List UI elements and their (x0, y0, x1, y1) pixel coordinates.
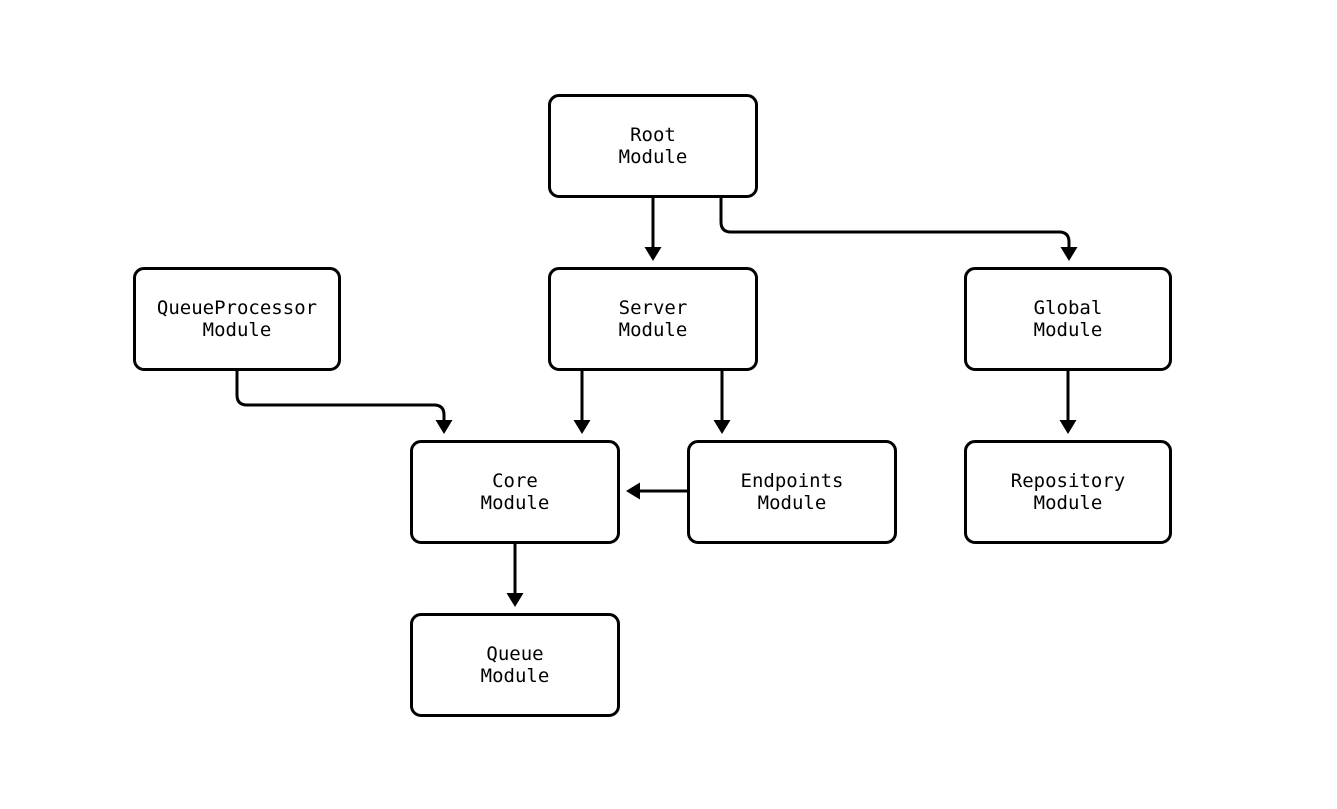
edge-paths (235, 198, 1071, 593)
node-server-label-line2: Module (618, 319, 688, 341)
arrow-core-to-queue-icon (506, 593, 524, 607)
node-endpoints-label-line2: Module (757, 492, 827, 514)
node-root-label-line1: Root (630, 124, 676, 146)
node-repository-label-line1: Repository (1010, 470, 1126, 492)
node-queueprocessor-label-line2: Module (202, 319, 272, 341)
node-global-label-line1: Global (1033, 297, 1103, 319)
arrowheads (435, 247, 1078, 607)
node-queue-label-line2: Module (480, 665, 550, 687)
edge-root-to-global (719, 198, 1071, 247)
arrow-server-to-core-icon (573, 420, 591, 434)
node-global-label-line2: Module (1033, 319, 1103, 341)
node-root-label-line2: Module (618, 146, 688, 168)
node-endpoints-label-line1: Endpoints (740, 470, 844, 492)
node-queue-label-line1: Queue (486, 643, 544, 665)
node-server-label-line1: Server (618, 297, 688, 319)
arrow-global-to-repository-icon (1059, 420, 1077, 434)
arrow-server-to-endpoints-icon (713, 420, 731, 434)
node-repository-label-line2: Module (1033, 492, 1103, 514)
arrow-endpoints-to-core-icon (626, 482, 640, 500)
node-core-label-line1: Core (492, 470, 538, 492)
node-core-label-line2: Module (480, 492, 550, 514)
arrow-root-to-server-icon (644, 247, 662, 261)
arrow-queueprocessor-to-core-icon (435, 420, 453, 434)
edge-queueprocessor-to-core (235, 371, 446, 420)
arrow-root-to-global-icon (1060, 247, 1078, 261)
node-queueprocessor-label-line1: QueueProcessor (156, 297, 318, 319)
